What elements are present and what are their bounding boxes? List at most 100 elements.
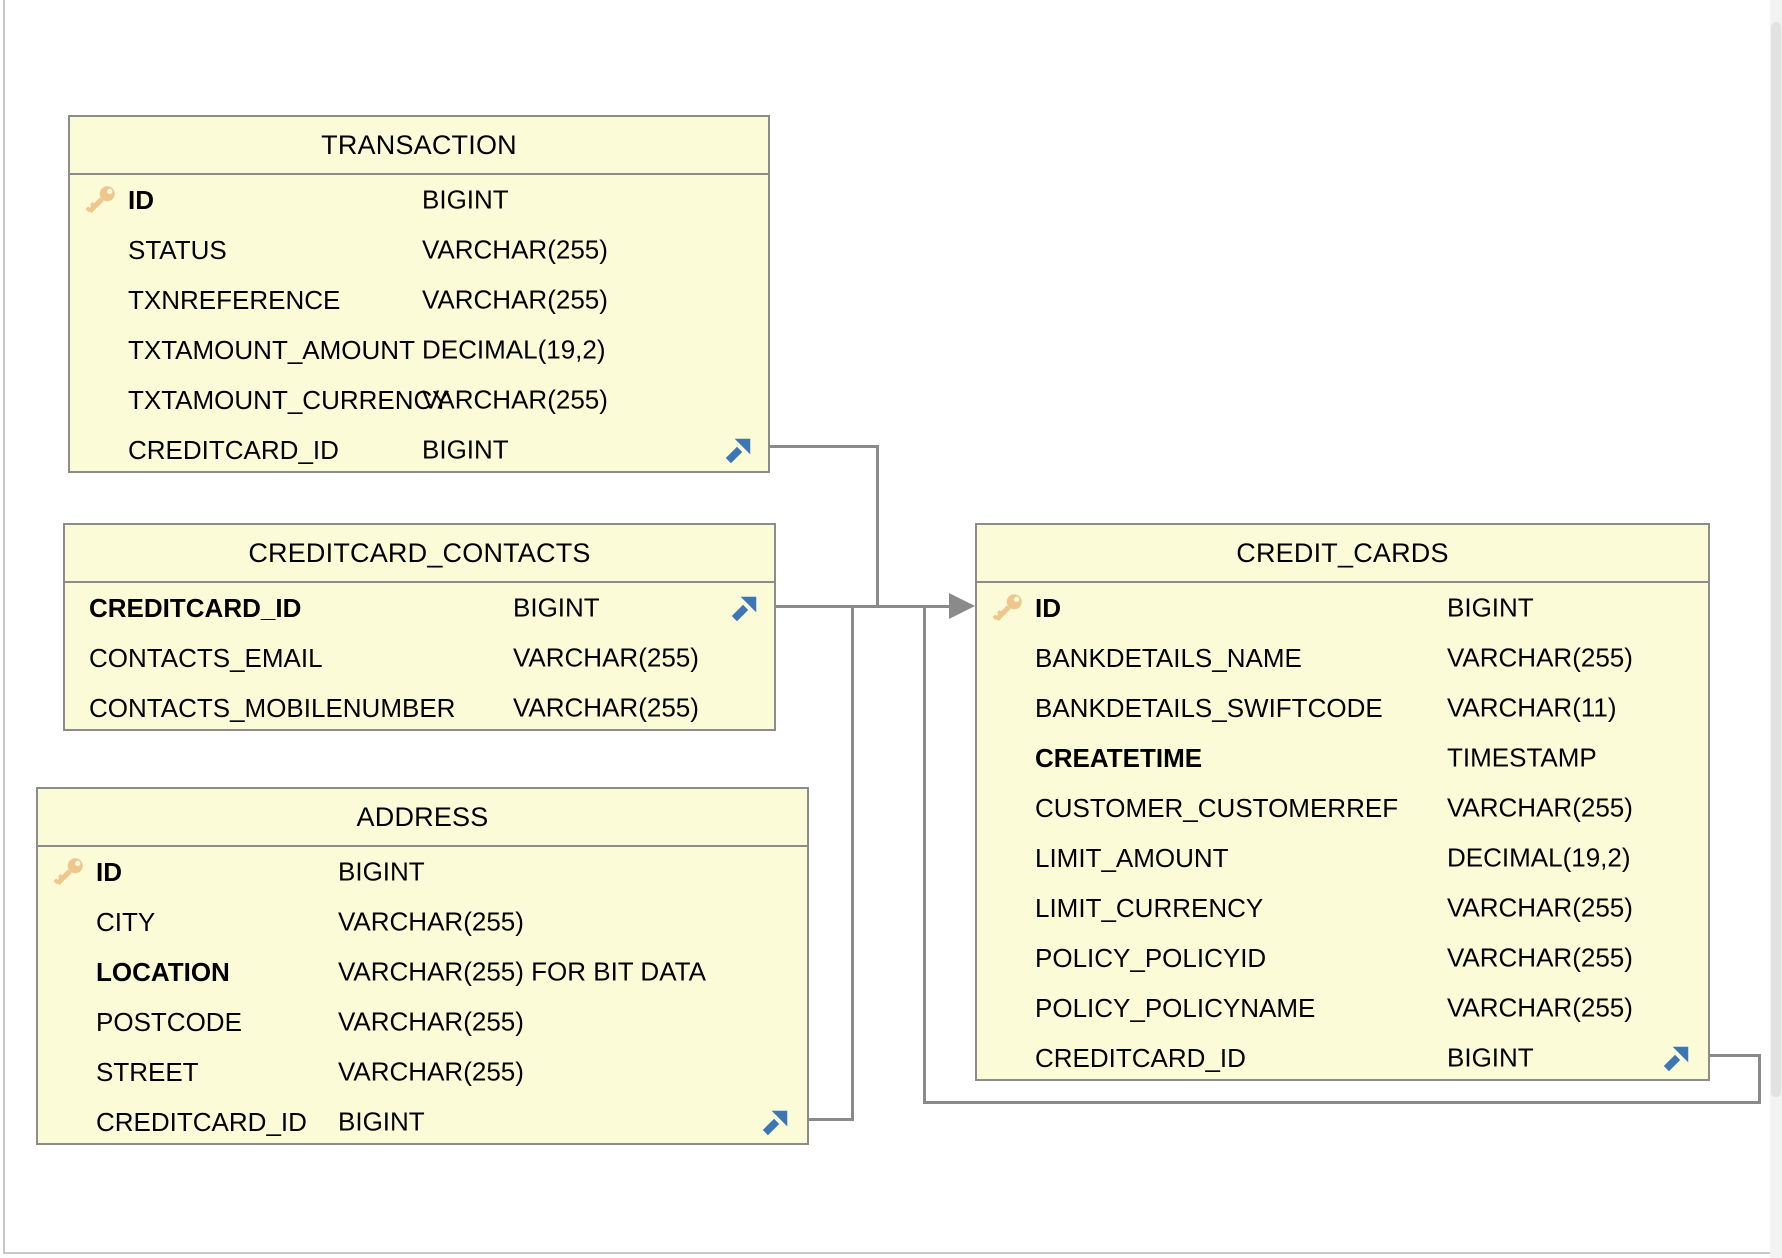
primary-key-icon: [52, 855, 86, 889]
column-type: VARCHAR(255): [513, 642, 699, 673]
column-name: CITY: [96, 906, 156, 937]
column-type: BIGINT: [422, 184, 509, 215]
column-name: BANKDETAILS_SWIFTCODE: [1035, 692, 1383, 723]
column-row-creditcard-id[interactable]: CREDITCARD_ID BIGINT: [70, 425, 768, 475]
entity-title-label: CREDITCARD_CONTACTS: [248, 537, 591, 568]
column-type: BIGINT: [338, 1106, 425, 1137]
column-type: VARCHAR(255): [338, 1006, 524, 1037]
column-type: VARCHAR(255): [513, 692, 699, 723]
column-type: VARCHAR(255): [1447, 992, 1633, 1023]
entity-credit-cards-title[interactable]: CREDIT_CARDS: [977, 525, 1708, 583]
connector-transaction-horizontal: [770, 445, 879, 448]
column-type: VARCHAR(255) FOR BIT DATA: [338, 956, 706, 987]
column-type: VARCHAR(255): [338, 1056, 524, 1087]
column-name: TXNREFERENCE: [128, 284, 341, 315]
foreign-key-arrow-icon: [1662, 1043, 1692, 1073]
column-name: ID: [1035, 592, 1061, 623]
column-type: VARCHAR(255): [1447, 792, 1633, 823]
column-name: CREATETIME: [1035, 742, 1203, 773]
column-type: VARCHAR(255): [422, 234, 608, 265]
column-name: LIMIT_AMOUNT: [1035, 842, 1229, 873]
column-row-location[interactable]: LOCATION VARCHAR(255) FOR BIT DATA: [38, 947, 807, 997]
column-row-limit-currency[interactable]: LIMIT_CURRENCY VARCHAR(255): [977, 883, 1708, 933]
column-row-id[interactable]: ID BIGINT: [38, 847, 807, 897]
foreign-key-arrow-icon: [730, 593, 760, 623]
entity-credit-cards[interactable]: CREDIT_CARDS ID BIGINT BANKDETAILS_NAME …: [975, 523, 1710, 1081]
entity-creditcard-contacts[interactable]: CREDITCARD_CONTACTS CREDITCARD_ID BIGINT…: [63, 523, 776, 731]
column-row-txtamount-currency[interactable]: TXTAMOUNT_CURRENCY VARCHAR(255): [70, 375, 768, 425]
column-name: ID: [96, 856, 122, 887]
column-row-creditcard-id[interactable]: CREDITCARD_ID BIGINT: [977, 1033, 1708, 1083]
column-name: TXTAMOUNT_CURRENCY: [128, 384, 450, 415]
column-name: CONTACTS_MOBILENUMBER: [89, 692, 456, 723]
column-type: VARCHAR(255): [1447, 892, 1633, 923]
column-name: CREDITCARD_ID: [128, 434, 339, 465]
primary-key-icon: [991, 591, 1025, 625]
connector-selfloop-horizontal-bottom: [923, 1101, 1761, 1104]
connector-main-horizontal: [776, 605, 951, 608]
foreign-key-arrow-icon: [724, 435, 754, 465]
column-row-bankdetails-swiftcode[interactable]: BANKDETAILS_SWIFTCODE VARCHAR(11): [977, 683, 1708, 733]
column-row-limit-amount[interactable]: LIMIT_AMOUNT DECIMAL(19,2): [977, 833, 1708, 883]
column-type: VARCHAR(255): [338, 906, 524, 937]
column-name: ID: [128, 184, 154, 215]
column-row-creditcard-id[interactable]: CREDITCARD_ID BIGINT: [38, 1097, 807, 1147]
column-row-policy-policyid[interactable]: POLICY_POLICYID VARCHAR(255): [977, 933, 1708, 983]
column-type: TIMESTAMP: [1447, 742, 1597, 773]
column-name: LIMIT_CURRENCY: [1035, 892, 1264, 923]
entity-transaction-title[interactable]: TRANSACTION: [70, 117, 768, 175]
vertical-scrollbar-thumb[interactable]: [1771, 22, 1781, 1097]
column-row-id[interactable]: ID BIGINT: [70, 175, 768, 225]
column-name: BANKDETAILS_NAME: [1035, 642, 1302, 673]
connector-address-vertical: [851, 605, 854, 1121]
column-name: STREET: [96, 1056, 199, 1087]
column-row-street[interactable]: STREET VARCHAR(255): [38, 1047, 807, 1097]
entity-creditcard-contacts-title[interactable]: CREDITCARD_CONTACTS: [65, 525, 774, 583]
entity-title-label: ADDRESS: [356, 801, 489, 832]
column-type: BIGINT: [422, 434, 509, 465]
entity-credit-cards-columns: ID BIGINT BANKDETAILS_NAME VARCHAR(255) …: [977, 583, 1708, 1083]
column-name: CREDITCARD_ID: [1035, 1042, 1246, 1073]
entity-transaction[interactable]: TRANSACTION ID BIGINT STATUS VARCHAR(255…: [68, 115, 770, 473]
column-type: BIGINT: [1447, 1042, 1534, 1073]
column-row-creditcard-id[interactable]: CREDITCARD_ID BIGINT: [65, 583, 774, 633]
column-row-contacts-mobilenumber[interactable]: CONTACTS_MOBILENUMBER VARCHAR(255): [65, 683, 774, 733]
entity-creditcard-contacts-columns: CREDITCARD_ID BIGINT CONTACTS_EMAIL VARC…: [65, 583, 774, 733]
column-type: DECIMAL(19,2): [422, 334, 606, 365]
panel-left-border: [3, 0, 5, 1253]
entity-address[interactable]: ADDRESS ID BIGINT CITY VARCHAR(255) LOCA…: [36, 787, 809, 1145]
column-name: CREDITCARD_ID: [96, 1106, 307, 1137]
column-row-customer-customerref[interactable]: CUSTOMER_CUSTOMERREF VARCHAR(255): [977, 783, 1708, 833]
column-row-txnreference[interactable]: TXNREFERENCE VARCHAR(255): [70, 275, 768, 325]
relationship-arrowhead-icon: [949, 593, 975, 619]
column-name: TXTAMOUNT_AMOUNT: [128, 334, 415, 365]
entity-address-title[interactable]: ADDRESS: [38, 789, 807, 847]
primary-key-icon: [84, 183, 118, 217]
column-row-bankdetails-name[interactable]: BANKDETAILS_NAME VARCHAR(255): [977, 633, 1708, 683]
column-row-policy-policyname[interactable]: POLICY_POLICYNAME VARCHAR(255): [977, 983, 1708, 1033]
column-name: CUSTOMER_CUSTOMERREF: [1035, 792, 1399, 823]
column-name: LOCATION: [96, 956, 230, 987]
panel-bottom-border: [3, 1252, 1782, 1254]
column-name: POLICY_POLICYID: [1035, 942, 1267, 973]
column-name: CREDITCARD_ID: [89, 592, 302, 623]
entity-title-label: TRANSACTION: [321, 129, 517, 160]
column-type: DECIMAL(19,2): [1447, 842, 1631, 873]
connector-selfloop-vertical-right: [1758, 1055, 1761, 1104]
column-type: VARCHAR(255): [1447, 642, 1633, 673]
column-row-status[interactable]: STATUS VARCHAR(255): [70, 225, 768, 275]
column-row-txtamount-amount[interactable]: TXTAMOUNT_AMOUNT DECIMAL(19,2): [70, 325, 768, 375]
column-row-contacts-email[interactable]: CONTACTS_EMAIL VARCHAR(255): [65, 633, 774, 683]
column-row-postcode[interactable]: POSTCODE VARCHAR(255): [38, 997, 807, 1047]
column-name: STATUS: [128, 234, 227, 265]
connector-address-horizontal: [809, 1118, 854, 1121]
entity-address-columns: ID BIGINT CITY VARCHAR(255) LOCATION VAR…: [38, 847, 807, 1147]
entity-transaction-columns: ID BIGINT STATUS VARCHAR(255) TXNREFEREN…: [70, 175, 768, 475]
column-row-city[interactable]: CITY VARCHAR(255): [38, 897, 807, 947]
column-row-createtime[interactable]: CREATETIME TIMESTAMP: [977, 733, 1708, 783]
column-type: BIGINT: [1447, 592, 1534, 623]
column-type: BIGINT: [338, 856, 425, 887]
column-row-id[interactable]: ID BIGINT: [977, 583, 1708, 633]
connector-selfloop-vertical-left: [923, 605, 926, 1104]
